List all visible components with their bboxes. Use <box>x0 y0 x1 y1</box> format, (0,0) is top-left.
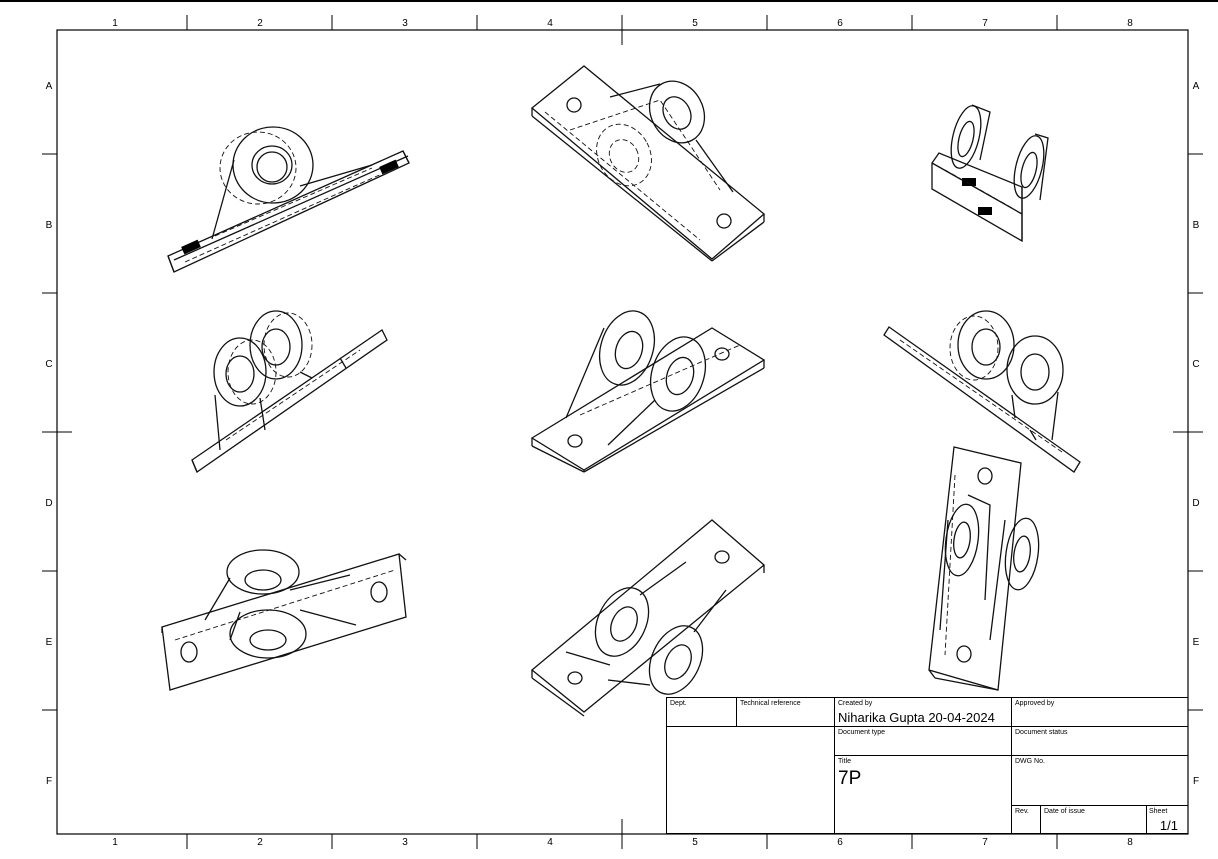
col-label-bottom: 2 <box>257 837 263 848</box>
bracket-view-8 <box>530 519 766 717</box>
document-status-cell: Document status <box>1011 726 1188 755</box>
sheet-label: Sheet <box>1149 808 1168 815</box>
top-zone-ticks <box>186 15 1058 45</box>
row-label-right: A <box>1193 81 1200 92</box>
document-type-label: Document type <box>838 729 886 736</box>
dept-cell: Dept. <box>666 697 736 726</box>
dwg-no-label: DWG No. <box>1015 758 1045 765</box>
row-label-left: E <box>46 637 53 648</box>
bracket-view-1 <box>167 126 410 273</box>
title-cell: Title 7P <box>834 755 1011 834</box>
approved-by-cell: Approved by <box>1011 697 1188 726</box>
left-zone-ticks <box>42 153 72 711</box>
approved-by-label: Approved by <box>1015 700 1055 707</box>
row-label-right: D <box>1192 498 1199 509</box>
row-label-right: B <box>1193 220 1200 231</box>
row-label-left: C <box>45 359 52 370</box>
col-label-bottom: 8 <box>1127 837 1133 848</box>
col-label-top: 3 <box>402 18 408 29</box>
right-zone-ticks <box>1173 153 1203 711</box>
tech-ref-cell: Technical reference <box>736 697 834 726</box>
title-value: 7P <box>838 768 862 789</box>
bracket-view-9 <box>928 446 1040 691</box>
col-label-top: 5 <box>692 18 698 29</box>
col-label-bottom: 3 <box>402 837 408 848</box>
col-label-bottom: 7 <box>982 837 988 848</box>
col-label-top: 8 <box>1127 18 1133 29</box>
bracket-view-6 <box>883 310 1081 473</box>
bracket-view-4 <box>191 310 388 473</box>
tech-ref-label: Technical reference <box>740 700 801 707</box>
col-label-top: 1 <box>112 18 118 29</box>
col-label-bottom: 6 <box>837 837 843 848</box>
rev-cell: Rev. <box>1011 805 1040 834</box>
rev-label: Rev. <box>1015 808 1029 815</box>
title-block: Dept. Technical reference Created by Nih… <box>666 697 1188 834</box>
title-label: Title <box>838 758 851 765</box>
created-by-cell: Created by Niharika Gupta 20-04-2024 <box>834 697 1011 726</box>
sheet-value: 1/1 <box>1159 818 1178 833</box>
bottom-zone-ticks <box>186 819 1058 849</box>
row-label-right: C <box>1192 359 1199 370</box>
col-label-top: 7 <box>982 18 988 29</box>
row-label-left: F <box>46 776 52 787</box>
bottom-column-labels: 1 2 3 4 5 6 7 8 <box>112 837 1133 848</box>
row-label-left: A <box>46 81 53 92</box>
bracket-view-5 <box>530 310 766 473</box>
created-by-value: Niharika Gupta 20-04-2024 <box>838 710 995 725</box>
col-label-bottom: 5 <box>692 837 698 848</box>
row-label-right: E <box>1193 637 1200 648</box>
row-label-left: B <box>46 220 53 231</box>
row-label-left: D <box>45 498 52 509</box>
dwg-no-cell: DWG No. <box>1011 755 1188 805</box>
date-of-issue-label: Date of issue <box>1044 808 1085 815</box>
bracket-view-3 <box>931 104 1049 243</box>
top-column-labels: 1 2 3 4 5 6 7 8 <box>112 18 1133 29</box>
left-row-labels: A B C D E F <box>45 81 52 787</box>
blank-cell <box>666 726 834 834</box>
col-label-top: 2 <box>257 18 263 29</box>
right-row-labels: A B C D E F <box>1192 81 1199 787</box>
col-label-bottom: 4 <box>547 837 553 848</box>
col-label-top: 4 <box>547 18 553 29</box>
col-label-top: 6 <box>837 18 843 29</box>
bracket-view-2 <box>530 65 766 262</box>
sheet-cell: Sheet 1/1 <box>1146 805 1188 834</box>
document-status-label: Document status <box>1015 729 1068 736</box>
row-label-right: F <box>1193 776 1199 787</box>
dept-label: Dept. <box>670 700 687 707</box>
bracket-view-7 <box>161 549 407 691</box>
date-of-issue-cell: Date of issue <box>1040 805 1146 834</box>
col-label-bottom: 1 <box>112 837 118 848</box>
created-by-label: Created by <box>838 700 873 707</box>
document-type-cell: Document type <box>834 726 1011 755</box>
